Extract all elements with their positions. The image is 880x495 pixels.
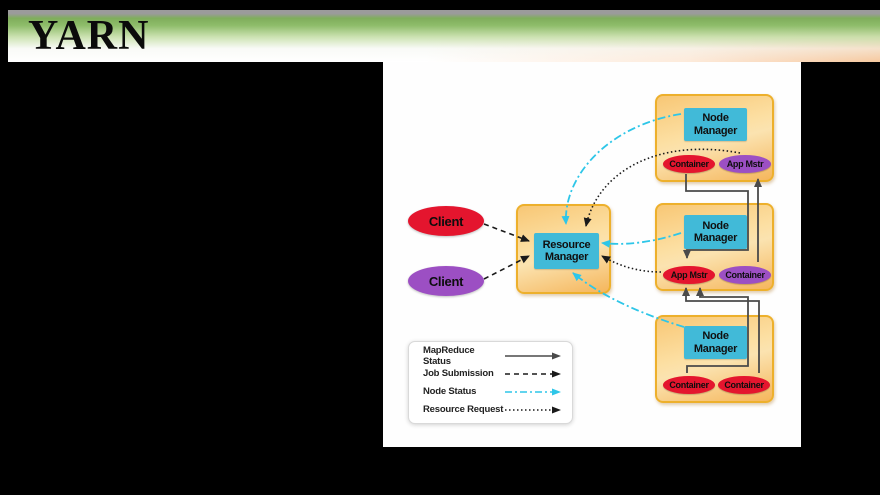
- legend-row-job-submission: Job Submission: [409, 365, 572, 383]
- resource-manager-box: Resource Manager: [534, 233, 599, 269]
- solid-arrow-sample: [505, 352, 561, 359]
- node-manager-label: Node Manager: [693, 330, 738, 355]
- client-label: Client: [428, 273, 464, 289]
- app-master-ellipse: App Mstr: [663, 266, 715, 284]
- app-master-label: App Mstr: [726, 159, 764, 169]
- container-label: Container: [669, 380, 709, 390]
- legend-label: Resource Request: [423, 404, 504, 415]
- legend-label: Node Status: [423, 386, 477, 397]
- node-manager-group-2: Node Manager App Mstr Container: [655, 203, 774, 291]
- node-manager-box: Node Manager: [684, 215, 747, 249]
- legend-label: Job Submission: [423, 368, 494, 379]
- client-ellipse-red: Client: [408, 206, 484, 236]
- dashed-arrow-sample: [505, 370, 561, 377]
- dashdot-arrow-sample: [505, 388, 561, 395]
- legend-label: MapReduce Status: [423, 344, 475, 367]
- page-title: YARN: [28, 13, 150, 59]
- resource-manager-label: Resource Manager: [542, 238, 591, 263]
- client-label: Client: [428, 213, 464, 229]
- node-manager-label: Node Manager: [693, 112, 738, 137]
- node-manager-group-3: Node Manager Container Container: [655, 315, 774, 403]
- resource-manager-group: Resource Manager: [516, 204, 611, 294]
- title-banner: YARN: [8, 10, 880, 62]
- legend-row-mapreduce-status: MapReduce Status: [409, 344, 572, 367]
- container-ellipse: Container: [718, 376, 770, 394]
- yarn-architecture-diagram: Resource Manager Node Manager Container …: [383, 62, 801, 447]
- container-label: Container: [725, 270, 765, 280]
- legend-row-node-status: Node Status: [409, 383, 572, 401]
- legend-row-resource-request: Resource Request: [409, 401, 572, 419]
- app-master-label: App Mstr: [670, 270, 708, 280]
- container-ellipse: Container: [663, 155, 715, 173]
- container-label: Container: [669, 159, 709, 169]
- node-manager-label: Node Manager: [693, 219, 738, 244]
- app-master-ellipse: App Mstr: [719, 155, 771, 173]
- container-ellipse: Container: [663, 376, 715, 394]
- node-manager-group-1: Node Manager Container App Mstr: [655, 94, 774, 182]
- node-manager-box: Node Manager: [684, 108, 747, 141]
- client-ellipse-purple: Client: [408, 266, 484, 296]
- container-ellipse: Container: [719, 266, 771, 284]
- container-label: Container: [724, 380, 764, 390]
- dotted-arrow-sample: [505, 406, 561, 413]
- legend-box: MapReduce Status Job Submission Node Sta…: [408, 341, 573, 424]
- node-manager-box: Node Manager: [684, 326, 747, 359]
